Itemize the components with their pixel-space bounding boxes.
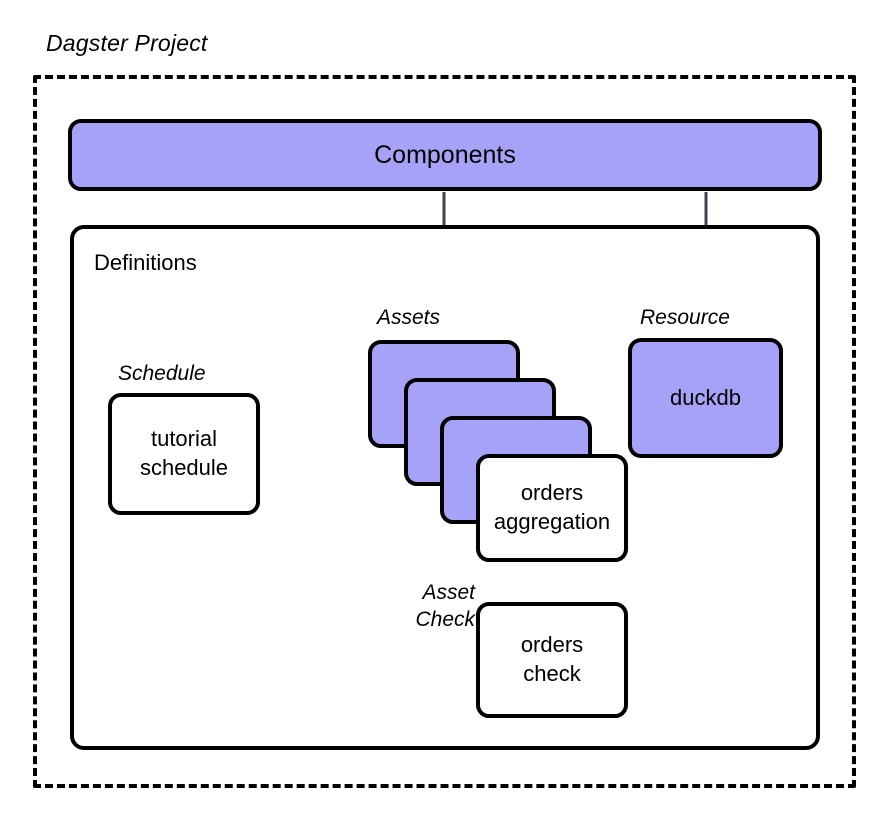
components-box[interactable]: Components (68, 119, 822, 191)
node-duckdb-label: duckdb (670, 384, 741, 410)
caption-asset-check: Asset Check (391, 580, 475, 634)
caption-asset-check-line2: Check (415, 607, 475, 631)
node-tutorial-schedule-line2: schedule (139, 455, 229, 480)
caption-asset-check-line1: Asset (422, 581, 475, 604)
caption-resource: Resource (640, 306, 730, 329)
page-title: Dagster Project (46, 30, 208, 56)
node-orders-aggregation-line1: orders (520, 480, 584, 506)
project-frame (33, 75, 856, 788)
node-orders-aggregation-line2: aggregation (493, 509, 611, 534)
node-orders-check[interactable]: orders check (476, 602, 628, 718)
node-orders-aggregation[interactable]: orders aggregation (476, 454, 628, 562)
definitions-label: Definitions (94, 250, 197, 275)
components-label: Components (374, 140, 516, 169)
caption-schedule: Schedule (118, 362, 206, 385)
node-duckdb[interactable]: duckdb (628, 338, 783, 458)
node-tutorial-schedule[interactable]: tutorial schedule (108, 393, 260, 515)
node-orders-check-line2: check (523, 661, 581, 686)
node-tutorial-schedule-line1: tutorial (150, 426, 218, 452)
node-orders-check-line1: orders (520, 632, 584, 658)
caption-assets: Assets (377, 306, 441, 329)
